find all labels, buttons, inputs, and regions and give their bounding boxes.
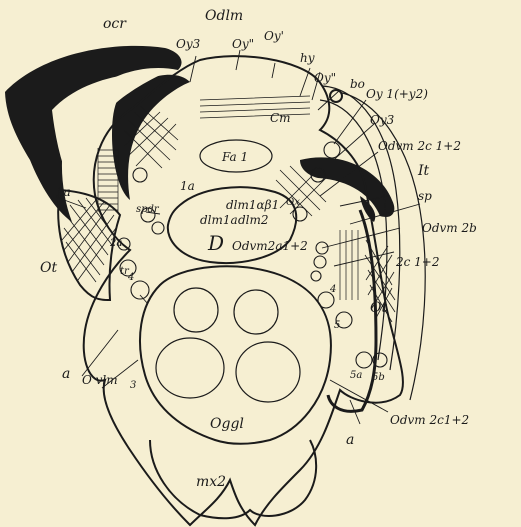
label-bo: bo (350, 77, 365, 91)
label-oy1y2: Oy 1(+y2) (366, 87, 428, 101)
label-2c12: 2c 1+2 (395, 255, 440, 269)
striated-band-upper (200, 96, 310, 118)
label-oy3-top: Oy3 (176, 37, 201, 51)
label-hy: hy (300, 51, 315, 65)
label-odvm2c12-bottom: Odvm 2c1+2 (390, 413, 469, 427)
circle-spdr-2 (152, 222, 164, 234)
label-d: D (207, 231, 224, 255)
label-odlm: Odlm (205, 8, 243, 24)
label-ox: Ox (286, 197, 300, 208)
oggl-dots (156, 288, 300, 402)
label-1a-mid: 1a (180, 179, 195, 193)
label-sp: sp (418, 189, 432, 203)
label-ot-right: Ot (370, 300, 387, 316)
oggl-lobe-4 (236, 342, 300, 402)
label-5b: 5b (372, 372, 385, 383)
circle-odvm2a-2 (314, 256, 326, 268)
label-oy-dprime-right: Oy" (314, 71, 336, 85)
label-5a: 5a (350, 370, 362, 381)
circle-oy1 (324, 142, 340, 158)
label-1a-left: 1a (56, 185, 71, 199)
circle-left-1a (133, 168, 147, 182)
label-dlm1a: dlm1a (200, 213, 238, 227)
label-ocr: ocr (103, 16, 127, 32)
label-4-left: 4 (127, 272, 134, 283)
label-oy-prime: Oy' (264, 29, 284, 43)
label-3: 3 (130, 380, 136, 391)
cuticle-black-right (300, 157, 394, 217)
label-2a: 2a (109, 238, 122, 249)
label-spdr: spdr (136, 204, 160, 215)
striated-band-right (340, 230, 358, 300)
label-oy3-right: Oy3 (370, 113, 395, 127)
label-a-left: a (62, 366, 70, 382)
label-5: 5 (334, 320, 340, 331)
label-dlm2: dlm2 (238, 213, 269, 227)
label-odvm2b: Odvm 2b (422, 221, 477, 235)
label-ovlm: O vlm (82, 373, 118, 387)
label-ot-left: Ot (40, 260, 57, 276)
circle-5a (356, 352, 372, 368)
label-odvm2c12-top: Odvm 2c 1+2 (378, 139, 461, 153)
label-odvm2a12: Odvm2a1+2 (232, 239, 308, 253)
oggl-lobe-3 (156, 338, 224, 398)
circle-odvm2a-3 (311, 271, 321, 281)
bo-ring (330, 90, 342, 102)
label-oy-dprime-top: Oy" (232, 37, 254, 51)
label-it: It (417, 163, 430, 179)
circle-left-4 (131, 281, 149, 299)
oggl-lobe-1 (174, 288, 218, 332)
label-oggl: Oggl (210, 416, 244, 432)
label-fa1: Fa 1 (221, 150, 248, 164)
label-mx2: mx2 (196, 474, 226, 490)
oggl-lobe-2 (234, 290, 278, 334)
label-dlm1ab1: dlm1αβ1 (226, 198, 279, 212)
label-4-right: 4 (329, 284, 336, 295)
label-a-right: a (346, 432, 354, 448)
label-cm: Cm (270, 111, 291, 125)
